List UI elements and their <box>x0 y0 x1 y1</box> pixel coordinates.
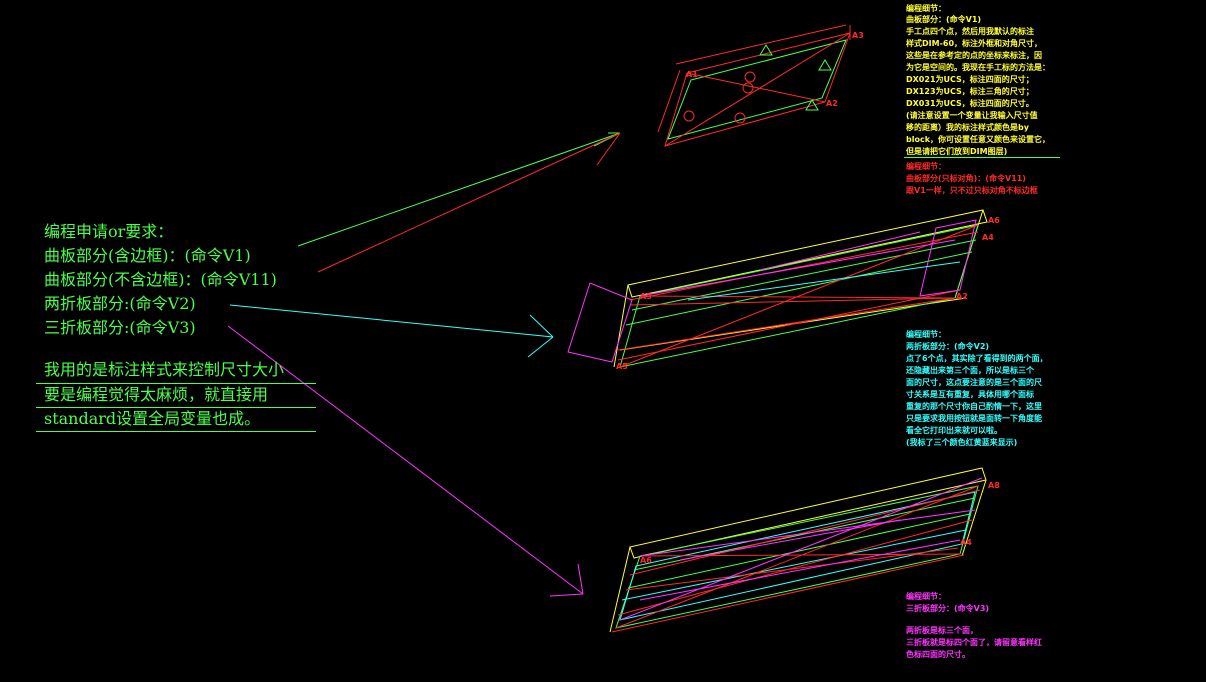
detail-v1-underline <box>904 157 1060 158</box>
detail-v1-line: 但是请把它们放到DIM图层) <box>906 147 1008 156</box>
point-label: A5 <box>616 362 628 371</box>
leader-v1 <box>297 132 621 247</box>
detail-v1-line: 样式DIM-60，标注外框和对角尺寸， <box>906 39 1043 48</box>
detail-v1-line: 曲板部分：(命令V1) <box>906 15 982 24</box>
detail-v2-line: (我标了三个颜色红黄蓝来显示) <box>906 438 1018 447</box>
detail-v3-line: 三折板就是标四个面了，请留意看样红 <box>906 638 1042 647</box>
detail-v2-line: 还隐藏出来第三个面，所以是标三个 <box>906 366 1034 375</box>
detail-v3-line: 编程细节： <box>906 592 946 601</box>
point-label: A6 <box>988 216 1000 225</box>
detail-v3-line: 色标四面的尺寸。 <box>906 650 970 659</box>
detail-v3-line: 两折板是标三个面， <box>906 626 978 635</box>
detail-v1-line: 手工点四个点，然后用我默认的标注 <box>906 27 1034 36</box>
detail-v1-line: 编程细节： <box>906 4 946 13</box>
detail-v2-line: 两折板部分：(命令V2) <box>906 342 990 351</box>
detail-v1-line: 为它是空间的。我现在手工标的方法是： <box>906 63 1050 72</box>
detail-v1-line: DX123为UCS，标注三角的尺寸； <box>906 87 1034 96</box>
point-label: A3 <box>640 292 652 301</box>
style-note-line-1: 我用的是标注样式来控制尺寸大小 <box>44 360 285 379</box>
detail-v1-line: 移的距离）我的标注样式颜色是by <box>906 123 1029 132</box>
point-label: A2 <box>826 99 838 108</box>
point-label: A4 <box>960 538 972 547</box>
detail-v11-line: 曲板部分(只标对角)：(命令V11) <box>906 174 1026 183</box>
underline-1 <box>36 383 316 384</box>
detail-v11-line: 跟V1一样，只不过只标对角不标边框 <box>906 186 1038 195</box>
point-label: A3 <box>852 31 864 40</box>
style-note-line-2: 要是编程觉得太麻烦，就直接用 <box>44 385 269 404</box>
leader-v2 <box>229 304 554 358</box>
detail-v1-line: DX031为UCS，标注四面的尺寸。 <box>906 99 1034 108</box>
detail-v1-line: 这些是在参考定的点的坐标来标注，因 <box>906 51 1042 60</box>
point-label: A8 <box>988 481 1000 490</box>
detail-v1-line: DX021为UCS，标注四面的尺寸； <box>906 75 1034 84</box>
detail-v2-line: 编程细节： <box>906 330 946 339</box>
leader-v3 <box>227 325 584 597</box>
point-label: A1 <box>686 70 698 79</box>
point-label: A6 <box>640 556 652 565</box>
panel-v3-drawing <box>609 467 987 633</box>
detail-v1-line: (请注意设置一个变量让我输入尺寸值 <box>906 111 1038 120</box>
detail-v2-line: 寸关系是互有重复，具体用哪个面标 <box>906 390 1034 399</box>
detail-v2-line: 重复的那个尺寸你自己酌情一下，这里 <box>906 402 1042 411</box>
detail-v2-line: 点了6个点，其实除了看得到的两个面， <box>906 354 1048 363</box>
detail-v2-line: 面的尺寸，这点要注意的是三个面的尺 <box>906 378 1042 387</box>
panel-v2-drawing <box>567 209 988 368</box>
point-label: A4 <box>982 233 994 242</box>
detail-v3-line: 三折板部分：(命令V3) <box>906 604 990 613</box>
detail-v11-line: 编程细节： <box>906 162 946 171</box>
detail-v1-line: block，你可设置任意又颜色来设置它， <box>906 135 1051 144</box>
request-line-v11: 曲板部分(不含边框)：(命令V11) <box>44 270 277 289</box>
request-line-v3: 三折板部分:(命令V3) <box>44 318 196 337</box>
detail-v2-line: 只是要求我用按钮就是面转一下角度能 <box>906 414 1042 423</box>
point-label: A2 <box>956 292 968 301</box>
detail-v2-line: 看全它打印出来就可以啦。 <box>906 426 1002 435</box>
panel-v1-drawing <box>657 24 851 147</box>
request-line-v1: 曲板部分(含边框)：(命令V1) <box>44 246 251 265</box>
style-note-line-3: standard设置全局变量也成。 <box>44 409 261 428</box>
request-title: 编程申请or要求： <box>44 222 174 241</box>
underline-2 <box>36 407 316 408</box>
underline-3 <box>36 431 316 432</box>
request-line-v2: 两折板部分:(命令V2) <box>44 294 196 313</box>
leader-v11 <box>317 132 621 273</box>
